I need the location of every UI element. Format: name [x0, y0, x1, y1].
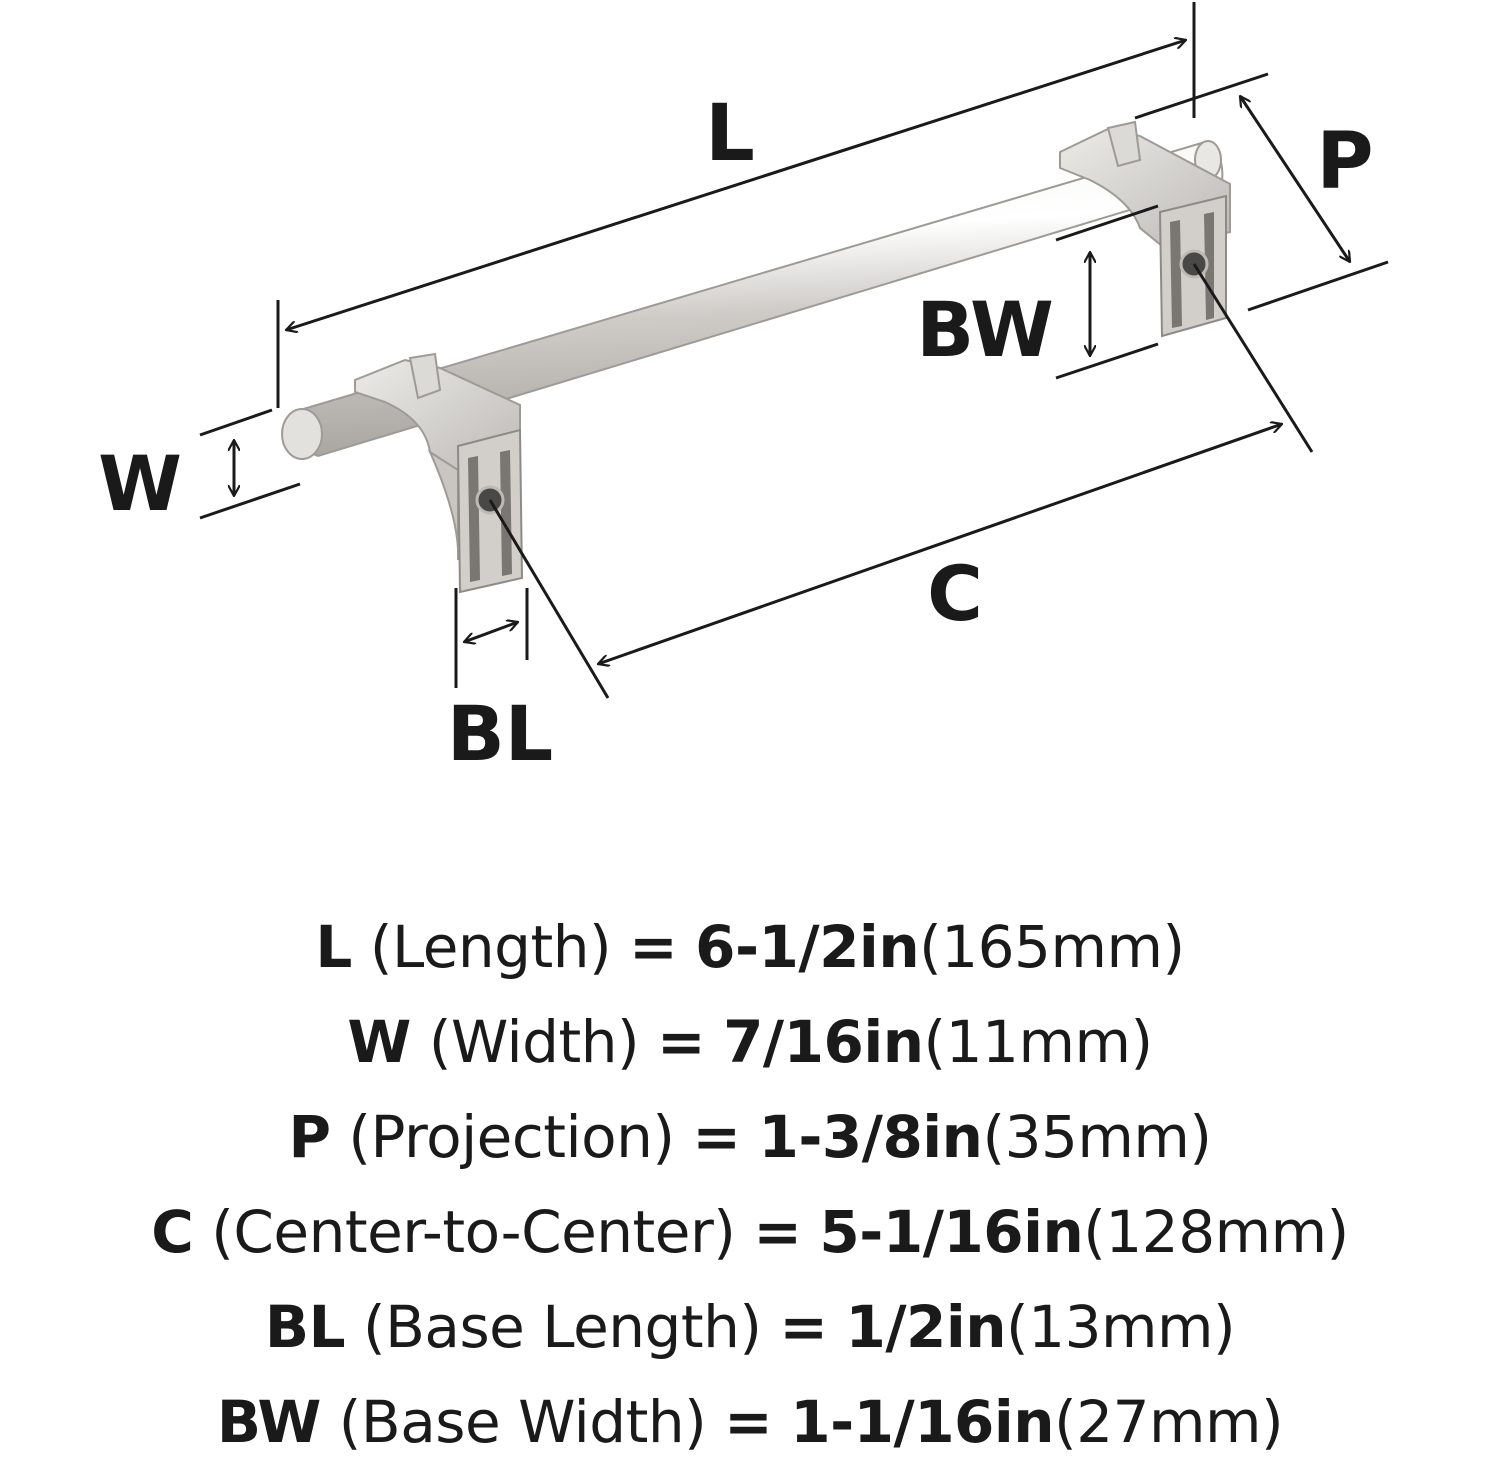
- spec-imperial: 7/16in: [723, 1008, 924, 1076]
- base-width-extension-bottom: [1055, 342, 1159, 380]
- spec-metric: (165mm): [919, 913, 1185, 981]
- spec-imperial: 5-1/16in: [819, 1198, 1084, 1266]
- spec-equals: =: [629, 913, 678, 981]
- spec-code: L: [315, 913, 352, 981]
- width-extension-top: [199, 408, 273, 437]
- base-width-extension-top: [1055, 204, 1159, 242]
- spec-code: BW: [216, 1388, 322, 1456]
- spec-metric: (11mm): [923, 1008, 1154, 1076]
- center-line-right: [1192, 263, 1314, 453]
- center-line-left: [488, 499, 610, 699]
- base-length-label: BL: [447, 689, 553, 778]
- spec-length: L (Length) = 6-1/2in(165mm): [0, 900, 1500, 995]
- projection-dimension-line: [1240, 96, 1350, 262]
- spec-imperial: 1-1/16in: [790, 1388, 1055, 1456]
- projection-extension-top: [1134, 72, 1269, 120]
- spec-code: W: [347, 1008, 411, 1076]
- spec-width: W (Width) = 7/16in(11mm): [0, 995, 1500, 1090]
- center-to-center-dimension-line: [598, 424, 1282, 664]
- spec-imperial: 1-3/8in: [758, 1103, 983, 1171]
- cabinet-pull-illustration: [281, 120, 1231, 594]
- spec-name: (Length): [369, 913, 612, 981]
- projection-extension-bottom: [1247, 260, 1389, 312]
- dimension-specs-list: L (Length) = 6-1/2in(165mm) W (Width) = …: [0, 900, 1500, 1470]
- spec-name: (Base Length): [363, 1293, 762, 1361]
- base-length-dimension-line: [464, 622, 518, 642]
- length-dimension-line: [286, 40, 1186, 330]
- spec-code: BL: [264, 1293, 346, 1361]
- left-post: [354, 352, 524, 594]
- spec-equals: =: [692, 1103, 741, 1171]
- spec-equals: =: [779, 1293, 828, 1361]
- spec-base-length: BL (Base Length) = 1/2in(13mm): [0, 1280, 1500, 1375]
- spec-equals: =: [753, 1198, 802, 1266]
- spec-code: C: [151, 1198, 194, 1266]
- spec-code: P: [288, 1103, 331, 1171]
- spec-base-width: BW (Base Width) = 1-1/16in(27mm): [0, 1375, 1500, 1470]
- spec-equals: =: [724, 1388, 773, 1456]
- bar-end-cap-left: [281, 408, 323, 460]
- spec-name: (Width): [428, 1008, 640, 1076]
- dimension-lines: [199, 2, 1389, 699]
- spec-equals: =: [657, 1008, 706, 1076]
- spec-metric: (27mm): [1054, 1388, 1284, 1456]
- pull-dimension-diagram: L P BW W C BL: [98, 2, 1389, 778]
- width-label: W: [98, 439, 182, 528]
- spec-metric: (128mm): [1083, 1198, 1349, 1266]
- center-to-center-label: C: [927, 549, 983, 638]
- projection-label: P: [1316, 117, 1373, 207]
- spec-name: (Center-to-Center): [211, 1198, 736, 1266]
- spec-projection: P (Projection) = 1-3/8in(35mm): [0, 1090, 1500, 1185]
- spec-metric: (13mm): [1006, 1293, 1236, 1361]
- spec-imperial: 1/2in: [845, 1293, 1007, 1361]
- width-extension-bottom: [199, 482, 301, 520]
- length-label: L: [705, 89, 755, 179]
- spec-name: (Base Width): [338, 1388, 707, 1456]
- spec-metric: (35mm): [982, 1103, 1212, 1171]
- base-width-label: BW: [916, 285, 1054, 374]
- spec-imperial: 6-1/2in: [695, 913, 920, 981]
- spec-name: (Projection): [348, 1103, 675, 1171]
- spec-center-to-center: C (Center-to-Center) = 5-1/16in(128mm): [0, 1185, 1500, 1280]
